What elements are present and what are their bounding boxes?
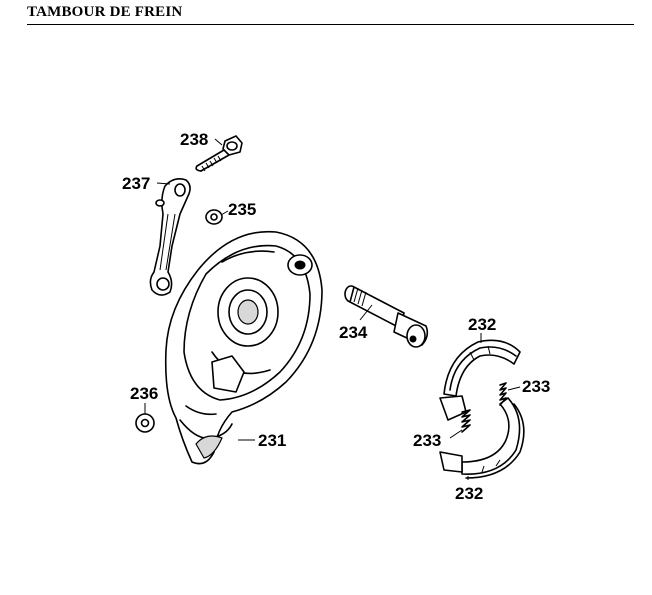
part-237-brake-lever	[149, 178, 191, 296]
callout-238: 238	[180, 130, 208, 149]
page-header: TAMBOUR DE FREIN	[27, 4, 634, 25]
part-231-brake-plate	[164, 230, 323, 465]
part-233-spring-right	[499, 382, 507, 406]
part-238-bolt	[195, 135, 243, 172]
part-234-cam-shaft	[344, 285, 429, 348]
callout-233-right: 233	[522, 377, 550, 396]
callout-236: 236	[130, 384, 158, 403]
part-235-washer	[205, 209, 223, 225]
callout-232-top: 232	[468, 315, 496, 334]
callout-231: 231	[258, 431, 286, 450]
part-232-brake-shoes	[439, 339, 525, 479]
part-233-spring-left	[461, 409, 471, 433]
page-title: TAMBOUR DE FREIN	[27, 4, 183, 20]
part-236-washer	[135, 413, 155, 433]
callout-237: 237	[122, 174, 150, 193]
callout-234: 234	[339, 323, 368, 342]
callout-233-left: 233	[413, 431, 441, 450]
leader-lines	[144, 138, 521, 480]
callout-232-bottom: 232	[455, 484, 483, 503]
callout-235: 235	[228, 200, 256, 219]
